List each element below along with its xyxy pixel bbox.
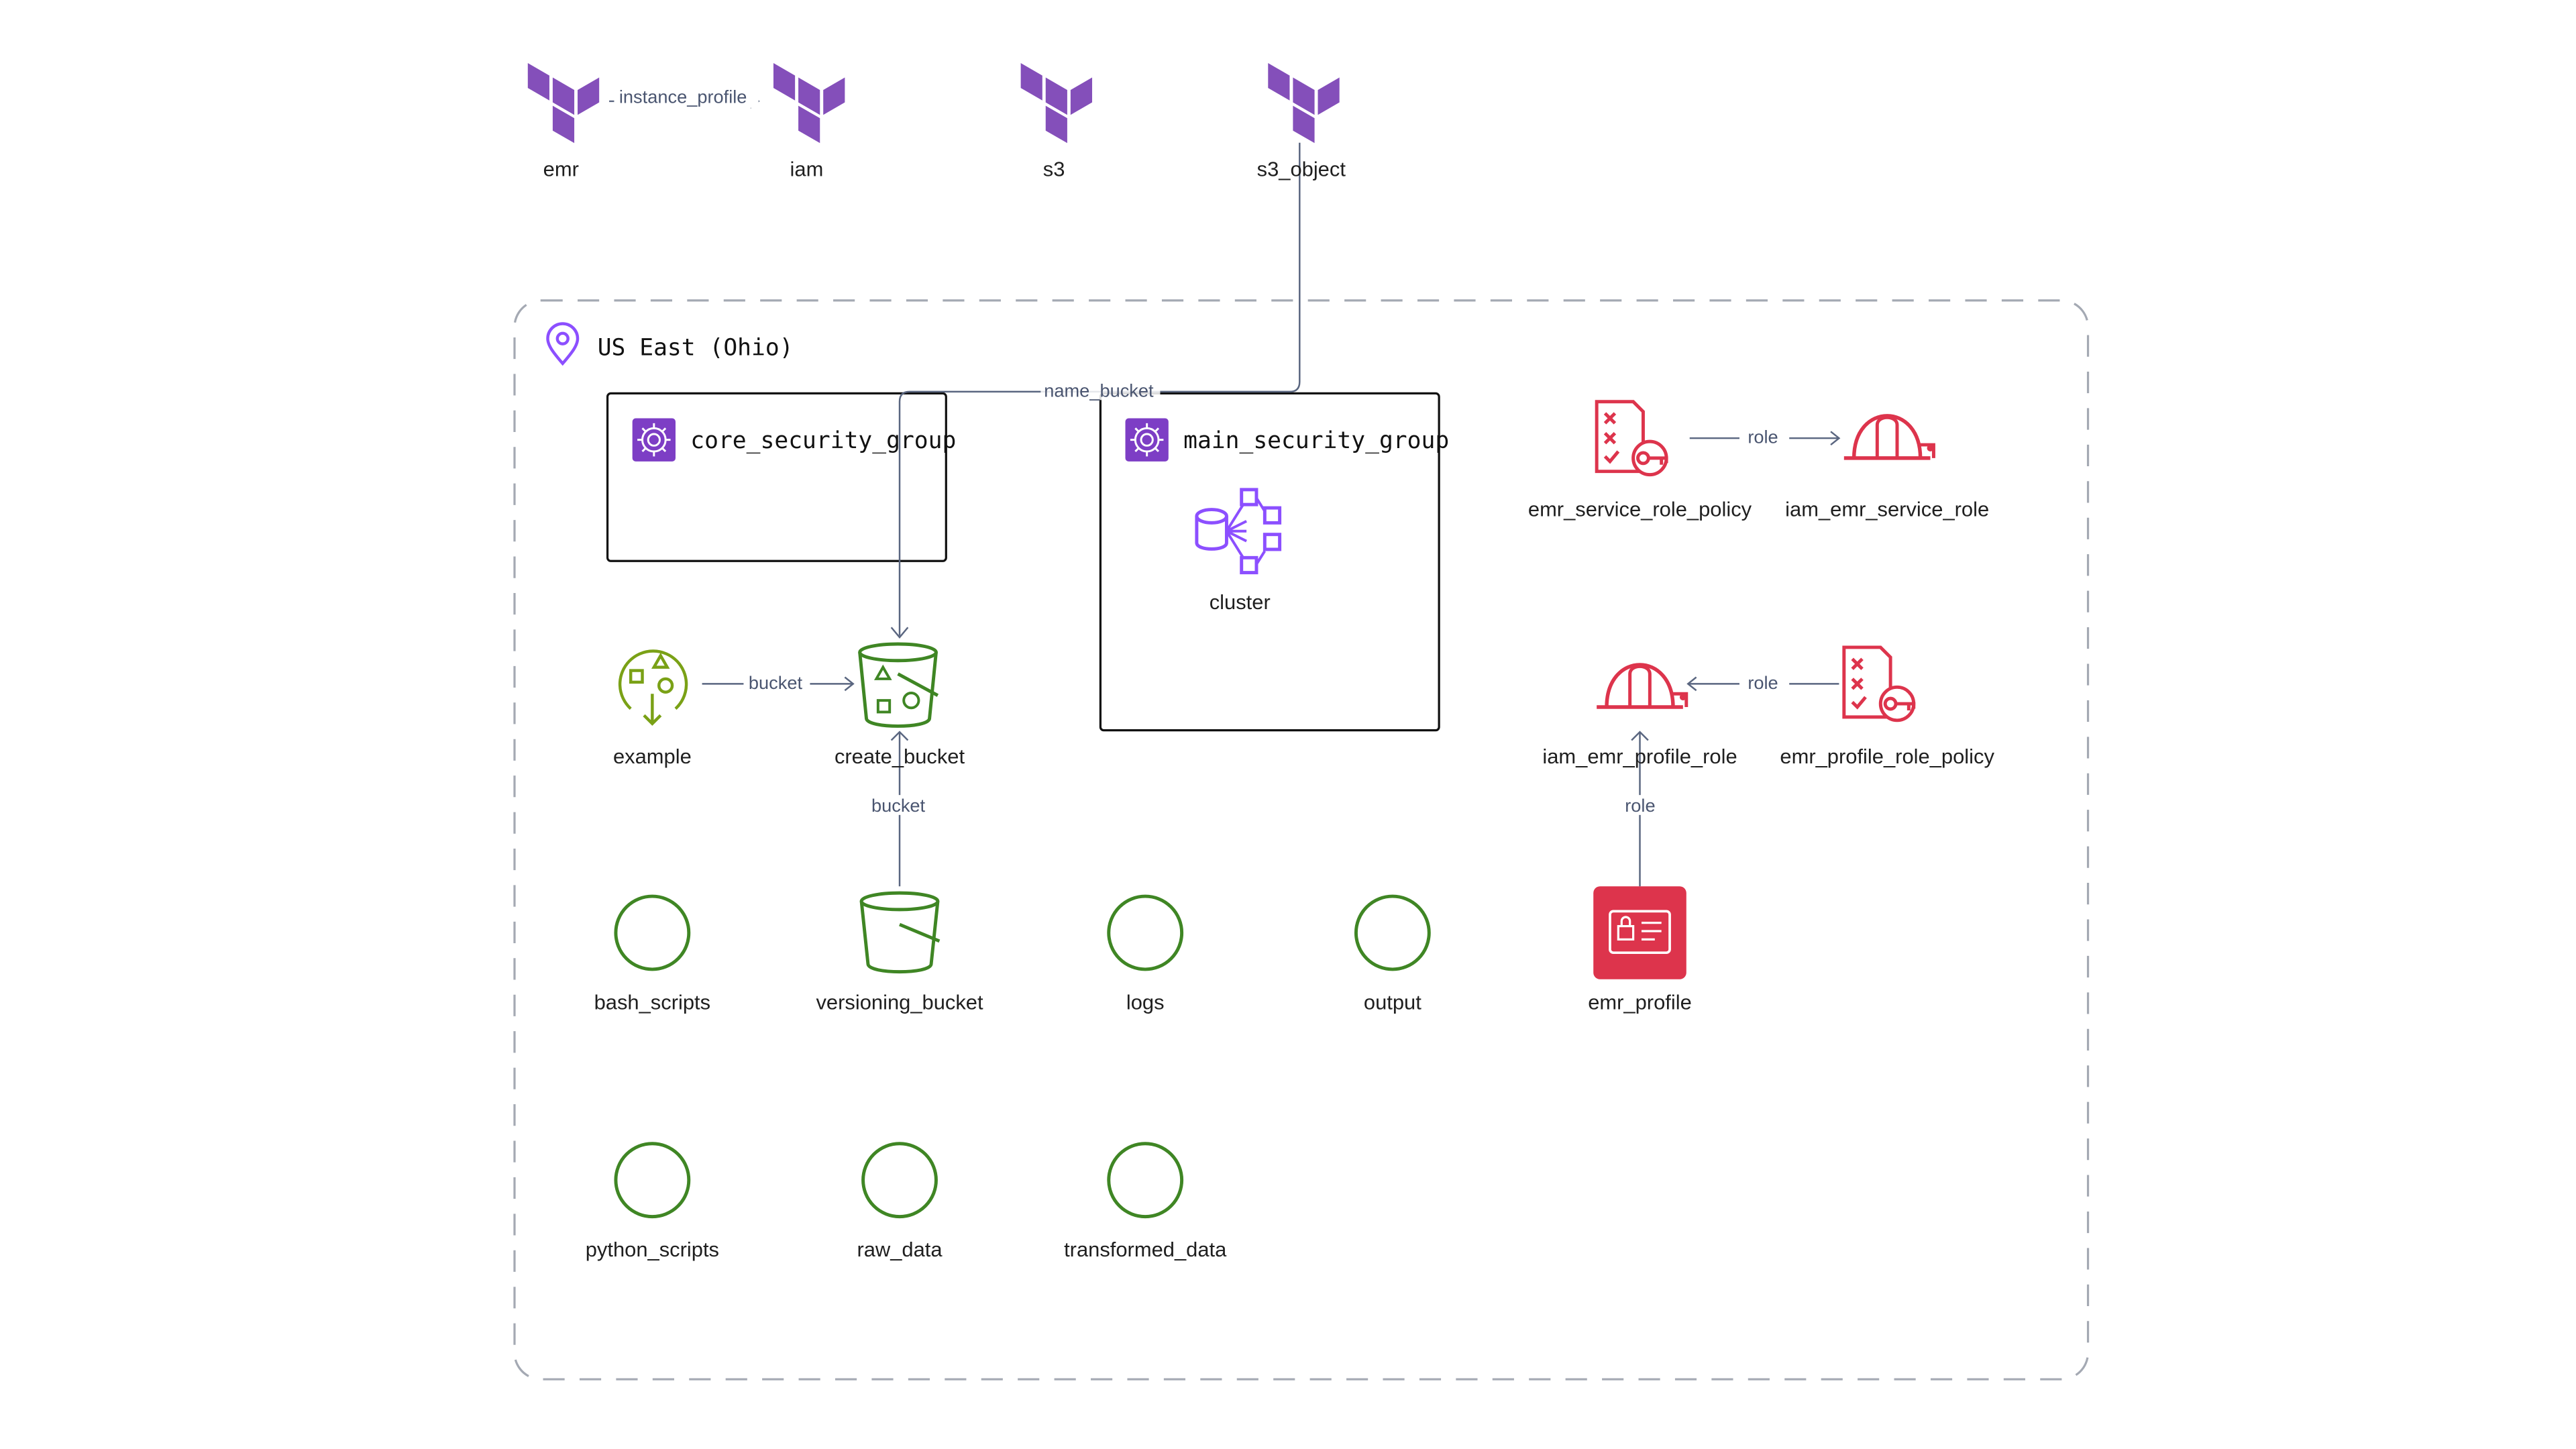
node-label: iam — [790, 157, 824, 180]
region-label: US East (Ohio) — [598, 334, 794, 361]
terraform-icon — [527, 63, 600, 144]
provider-iam[interactable]: iam — [773, 63, 845, 180]
s3-object-circle-icon — [1109, 896, 1182, 969]
node-label: raw_data — [857, 1238, 943, 1261]
node-label: bash_scripts — [594, 990, 711, 1014]
group-label: core_security_group — [690, 427, 956, 454]
node-emr-profile[interactable]: emr_profile — [1588, 886, 1692, 1014]
node-label: s3_object — [1257, 157, 1346, 180]
node-cluster[interactable]: cluster — [1195, 488, 1282, 614]
node-label: logs — [1126, 990, 1165, 1014]
terraform-icon — [1268, 63, 1340, 144]
node-python-scripts[interactable]: python_scripts — [586, 1144, 719, 1261]
node-iam-emr-profile-role[interactable]: iam_emr_profile_role — [1542, 665, 1737, 768]
s3-bucket-objects-icon — [858, 642, 939, 728]
node-label: emr — [543, 157, 579, 180]
terraform-icon — [1020, 63, 1093, 144]
security-group-icon — [631, 417, 677, 463]
node-example[interactable]: example — [613, 649, 692, 768]
s3-bucket-icon — [859, 891, 941, 974]
s3-object-circle-icon — [863, 1144, 936, 1217]
group-label: main_security_group — [1183, 427, 1449, 454]
group-core-security-group[interactable]: core_security_group — [606, 392, 957, 562]
edge-profile-policy-profile-role[interactable]: role — [1686, 672, 1839, 693]
node-label: emr_service_role_policy — [1528, 497, 1752, 521]
node-emr-profile-role-policy[interactable]: emr_profile_role_policy — [1780, 647, 1994, 768]
edge-s3-object-create-bucket[interactable]: name_bucket — [890, 142, 1301, 639]
region-container — [513, 299, 2090, 1381]
iam-role-icon — [1844, 416, 1934, 458]
s3-object-circle-icon — [1109, 1144, 1182, 1217]
node-logs[interactable]: logs — [1109, 896, 1182, 1014]
iam-instance-profile-icon — [1593, 886, 1686, 979]
s3-object-circle-icon — [616, 1144, 689, 1217]
node-label: iam_emr_profile_role — [1542, 745, 1737, 768]
node-label: transformed_data — [1064, 1238, 1227, 1261]
node-label: emr_profile — [1588, 990, 1692, 1014]
provider-s3[interactable]: s3 — [1020, 63, 1093, 180]
provider-emr[interactable]: emr — [527, 63, 600, 180]
provider-s3-object[interactable]: s3_object — [1257, 63, 1346, 180]
node-label: example — [613, 745, 692, 768]
edge-service-policy-service-role[interactable]: role — [1689, 427, 1841, 447]
node-raw-data[interactable]: raw_data — [857, 1144, 943, 1261]
s3-object-circle-icon — [616, 896, 689, 969]
node-label: cluster — [1210, 590, 1271, 614]
edge-label: role — [1748, 427, 1778, 447]
edge-versioning-create-bucket[interactable]: bucket — [866, 731, 936, 887]
iam-policy-icon — [1844, 647, 1915, 720]
edge-label: instance_profile — [619, 86, 747, 107]
terraform-icon — [773, 63, 845, 144]
location-pin-icon — [546, 322, 580, 366]
node-label: python_scripts — [586, 1238, 719, 1261]
node-versioning-bucket[interactable]: versioning_bucket — [816, 891, 983, 1014]
node-label: output — [1364, 990, 1421, 1014]
iam-policy-icon — [1597, 402, 1668, 475]
node-label: emr_profile_role_policy — [1780, 745, 1994, 768]
node-label: create_bucket — [835, 745, 965, 768]
node-iam-emr-service-role[interactable]: iam_emr_service_role — [1785, 416, 1989, 521]
node-create-bucket[interactable]: create_bucket — [835, 642, 965, 768]
edge-label: role — [1748, 672, 1778, 693]
node-transformed-data[interactable]: transformed_data — [1064, 1144, 1227, 1261]
edge-label: bucket — [871, 795, 926, 816]
node-label: iam_emr_service_role — [1785, 497, 1989, 521]
edge-example-create-bucket[interactable]: bucket — [702, 672, 855, 693]
edge-label: bucket — [749, 672, 803, 693]
node-output[interactable]: output — [1356, 896, 1429, 1014]
edge-label: role — [1625, 795, 1655, 816]
edge-label: name_bucket — [1044, 380, 1154, 400]
s3-object-circle-icon — [1356, 896, 1429, 969]
iam-role-icon — [1597, 665, 1686, 707]
node-label: versioning_bucket — [816, 990, 983, 1014]
emr-cluster-icon — [1195, 488, 1282, 575]
security-group-icon — [1124, 417, 1170, 463]
lambda-resource-icon — [618, 649, 688, 726]
node-label: s3 — [1043, 157, 1065, 180]
group-main-security-group[interactable]: main_security_group — [1099, 392, 1449, 732]
edge-emr-iam[interactable]: instance_profile — [609, 86, 760, 109]
node-emr-service-role-policy[interactable]: emr_service_role_policy — [1528, 402, 1752, 521]
node-bash-scripts[interactable]: bash_scripts — [594, 896, 711, 1014]
edge-emr-profile-profile-role[interactable]: role — [1619, 731, 1664, 887]
